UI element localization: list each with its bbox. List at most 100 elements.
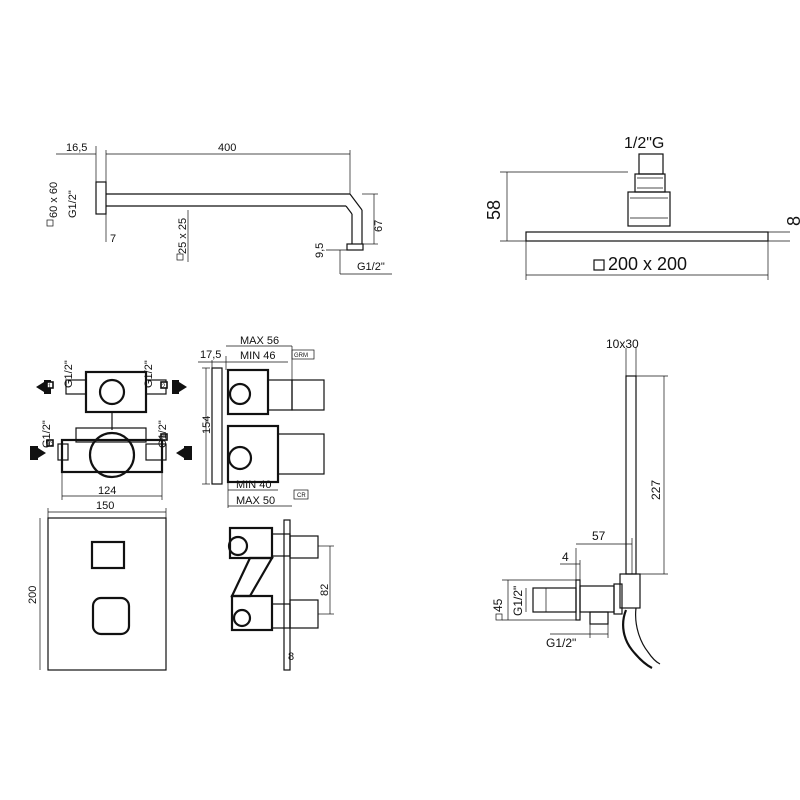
max-50-label: MAX 50 <box>236 495 275 507</box>
hand-hose-nut <box>589 611 609 625</box>
dim-16-5-label: 16,5 <box>66 142 87 154</box>
arrow-outlet-icon <box>36 382 44 392</box>
dim-17-5-label: 17,5 <box>200 349 221 361</box>
valve-side-outlet <box>65 379 87 395</box>
grm-tag <box>291 349 315 360</box>
valve-side-upper-port <box>228 382 252 406</box>
valve-side-inlet <box>57 443 69 461</box>
arm-elbow-inner <box>345 205 353 215</box>
plate-side-stem <box>271 533 291 557</box>
plate-side-upper <box>228 526 274 560</box>
hand-hose <box>622 609 653 669</box>
dim-227-label: 227 <box>649 480 663 500</box>
front-plate <box>47 517 167 671</box>
port-tag-f-label: F <box>162 436 166 442</box>
arm-wall-flange <box>95 181 107 215</box>
dim-head-size-label: 200 x 200 <box>608 254 687 274</box>
square-symbol-icon <box>495 613 503 621</box>
dim-thread-label: 1/2"G <box>624 135 664 152</box>
port-tag-f <box>160 433 168 441</box>
port-tag-1-label: 1 <box>48 384 52 390</box>
hand-wall-outlet <box>579 585 615 613</box>
dim-4-label: 4 <box>562 550 569 564</box>
shower-arm-view: 16,5 400 60 x 60 G1/2" 7 25 x 25 9,5 67 … <box>46 142 392 275</box>
dim-9-5-label: 9,5 <box>314 243 326 258</box>
dim-124-label: 124 <box>98 485 116 497</box>
plate-side-view: 82 8 <box>227 519 334 671</box>
hand-holder <box>619 573 641 609</box>
plate-side-lower-knob <box>289 599 319 629</box>
dim-200-label: 200 <box>27 586 39 604</box>
valve-g12-tr-label: G1/2" <box>143 360 155 388</box>
plate-side-lower-port <box>232 608 252 628</box>
dim-45-label: 45 <box>491 598 505 612</box>
valve-lower-top <box>75 427 147 443</box>
valve-g12-tl-label: G1/2" <box>63 360 75 388</box>
dim-g12-arm-label: G1/2" <box>67 190 79 218</box>
shower-head-view: 1/2"G 58 8 200 x 200 <box>484 135 800 280</box>
dim-150-label: 150 <box>96 500 114 512</box>
valve-wall-plate <box>211 367 223 485</box>
dim-67-label: 67 <box>373 220 385 232</box>
cr-tag-label: CR <box>297 493 306 499</box>
valve-body-view: 1 2 C F G1/2" G1/2" G1/2" G1/2" 124 <box>30 360 192 500</box>
dim-82-label: 82 <box>319 584 331 596</box>
arrow-inlet-icon <box>176 448 184 458</box>
plate-side-lower-stem <box>271 603 291 629</box>
max-56-label: MAX 56 <box>240 335 279 347</box>
valve-side-upper <box>226 368 270 416</box>
grm-tag-label: GRM <box>294 353 308 359</box>
hand-hose <box>635 607 661 665</box>
dim-8-head-label: 8 <box>784 216 800 226</box>
square-symbol-icon <box>176 253 184 261</box>
plate-side-upper-port <box>227 535 249 557</box>
port-tag-2 <box>160 381 168 389</box>
dim-8-plate-label: 8 <box>288 651 294 663</box>
dim-25x25-label: 25 x 25 <box>177 218 189 254</box>
arm-elbow-outer <box>349 193 363 211</box>
valve-upper-block <box>84 370 148 414</box>
square-symbol-icon <box>46 219 54 227</box>
cr-tag <box>293 489 309 500</box>
port-tag-2-label: 2 <box>162 384 166 390</box>
head-ball-joint <box>627 191 671 227</box>
dim-154-label: 154 <box>201 416 213 434</box>
port-tag-c <box>46 439 54 447</box>
port-tag-1 <box>46 381 54 389</box>
dim-58-label: 58 <box>484 200 504 220</box>
valve-side-view: GRM CR 17,5 MAX 56 MIN 46 154 MIN 40 MAX… <box>198 335 325 508</box>
diverter-knob <box>90 540 126 570</box>
min-46-label: MIN 46 <box>240 350 275 362</box>
valve-side-lower-port <box>227 445 253 471</box>
dim-400-label: 400 <box>218 142 236 154</box>
plate-side-link <box>230 556 274 598</box>
head-nut <box>634 173 666 193</box>
arrow-inlet-icon <box>30 446 38 460</box>
hand-shower-view: 10x30 227 57 4 45 G1/2" G1/2" <box>491 337 668 669</box>
square-symbol-icon <box>593 259 605 271</box>
arrow-inlet-icon <box>184 446 192 460</box>
dim-g12-outlet-label: G1/2" <box>357 261 385 273</box>
arrow-outlet-icon <box>172 380 179 394</box>
valve-side-upper-stem <box>267 379 293 411</box>
head-thread <box>638 153 664 175</box>
arrow-outlet-icon <box>179 382 187 392</box>
port-tag-c-label: C <box>48 442 53 448</box>
valve-side-inlet <box>145 443 167 461</box>
front-plate-view: 150 200 <box>27 500 167 671</box>
dim-57-label: 57 <box>592 529 606 543</box>
dim-7-label: 7 <box>110 233 116 245</box>
valve-upper-port <box>98 378 126 406</box>
hand-g12-bottom-label: G1/2" <box>546 636 576 650</box>
hand-valve-body <box>532 587 577 613</box>
plate-side-knob <box>289 535 319 559</box>
min-40-label: MIN 40 <box>236 479 271 491</box>
head-plate <box>525 231 769 242</box>
dim-10x30-label: 10x30 <box>606 337 639 351</box>
valve-side-lower <box>226 424 280 484</box>
valve-lower-port <box>88 431 136 479</box>
arrow-inlet-icon <box>38 448 46 458</box>
plate-side-plate <box>283 519 291 671</box>
